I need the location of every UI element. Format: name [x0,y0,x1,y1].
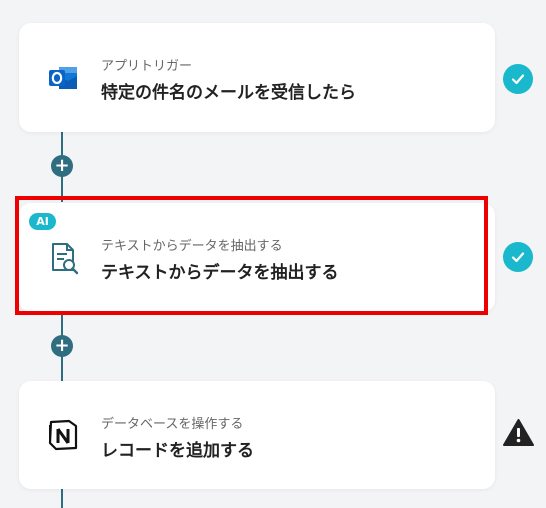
step-category: アプリトリガー [101,59,193,74]
flow-connector-line [61,488,63,508]
outlook-icon [45,60,81,96]
ai-badge: AI [29,213,56,230]
step-title: レコードを追加する [101,441,254,461]
step-card-trigger[interactable]: アプリトリガー 特定の件名のメールを受信したら [19,23,495,132]
step-category: テキストからデータを抽出する [101,239,283,254]
warning-icon [502,418,535,448]
success-check-icon [503,242,533,272]
document-search-icon [45,240,81,276]
step-card-database[interactable]: データベースを操作する レコードを追加する [19,381,495,489]
selection-highlight [15,196,488,315]
notion-icon [45,417,81,453]
add-step-button[interactable]: + [51,155,73,177]
step-title: 特定の件名のメールを受信したら [101,83,356,103]
step-card-ai-extract[interactable]: テキストからデータを抽出する テキストからデータを抽出する [19,203,495,312]
add-step-button[interactable]: + [51,335,73,357]
success-check-icon [503,64,533,94]
step-title: テキストからデータを抽出する [101,263,339,283]
step-category: データベースを操作する [101,417,244,432]
